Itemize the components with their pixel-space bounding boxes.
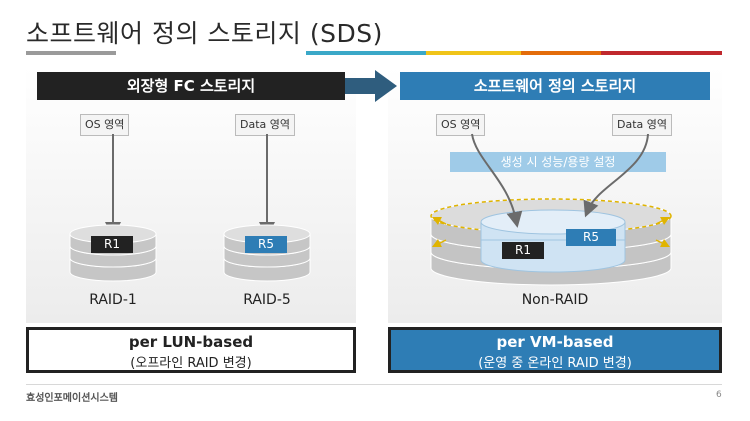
sds-data-arrow — [583, 133, 649, 218]
accent-bar-teal — [306, 51, 426, 55]
disk-stack-raid1 — [69, 224, 157, 282]
accent-bars — [26, 51, 722, 55]
expand-arrow-right-bottom — [655, 238, 671, 248]
sds-r1-tag: R1 — [502, 242, 544, 259]
right-header: 소프트웨어 정의 스토리지 — [400, 72, 710, 100]
vm-based-title: per VM-based — [496, 333, 614, 351]
company-logo-text: 효성인포메이션시스템 — [26, 393, 118, 404]
left-os-area-label: OS 영역 — [80, 114, 130, 136]
accent-bar-gray — [26, 51, 116, 55]
sds-r5-tag: R5 — [566, 229, 616, 246]
sds-os-arrow — [471, 133, 523, 228]
lun-based-subtitle: (오프라인 RAID 변경) — [130, 356, 252, 371]
expand-arrow-left-bottom — [431, 238, 447, 248]
left-r5-tag: R5 — [245, 236, 287, 253]
slide-title: 소프트웨어 정의 스토리지 (SDS) — [26, 19, 383, 48]
left-raid1-caption: RAID-1 — [89, 292, 137, 308]
left-header: 외장형 FC 스토리지 — [37, 72, 345, 100]
footer-divider — [26, 384, 722, 385]
expand-arrow-left-top — [431, 216, 447, 226]
accent-bar-white — [116, 51, 306, 55]
pool-dashed-outline — [430, 198, 672, 234]
left-panel — [26, 67, 356, 323]
non-raid-caption: Non-RAID — [521, 292, 589, 308]
left-data-area-label: Data 영역 — [235, 114, 296, 136]
right-data-area-label: Data 영역 — [612, 114, 673, 136]
sds-diagram — [430, 133, 672, 286]
lun-based-box: per LUN-based (오프라인 RAID 변경) — [26, 327, 356, 373]
accent-bar-yellow — [426, 51, 521, 55]
accent-bar-red — [601, 51, 722, 55]
lun-based-title: per LUN-based — [128, 333, 254, 351]
setting-bar: 생성 시 성능/용량 설정 — [450, 152, 666, 172]
disk-stack-raid5 — [223, 224, 311, 282]
left-diagram — [69, 134, 311, 282]
left-raid5-caption: RAID-5 — [243, 292, 291, 308]
right-os-area-label: OS 영역 — [436, 114, 486, 136]
transition-arrow — [345, 70, 397, 102]
accent-bar-orange — [521, 51, 601, 55]
expand-arrow-right-top — [655, 216, 671, 226]
vm-based-box: per VM-based (운영 중 온라인 RAID 변경) — [388, 327, 722, 373]
vm-based-subtitle: (운영 중 온라인 RAID 변경) — [478, 356, 632, 371]
page-number: 6 — [716, 390, 722, 400]
left-r1-tag: R1 — [91, 236, 133, 253]
